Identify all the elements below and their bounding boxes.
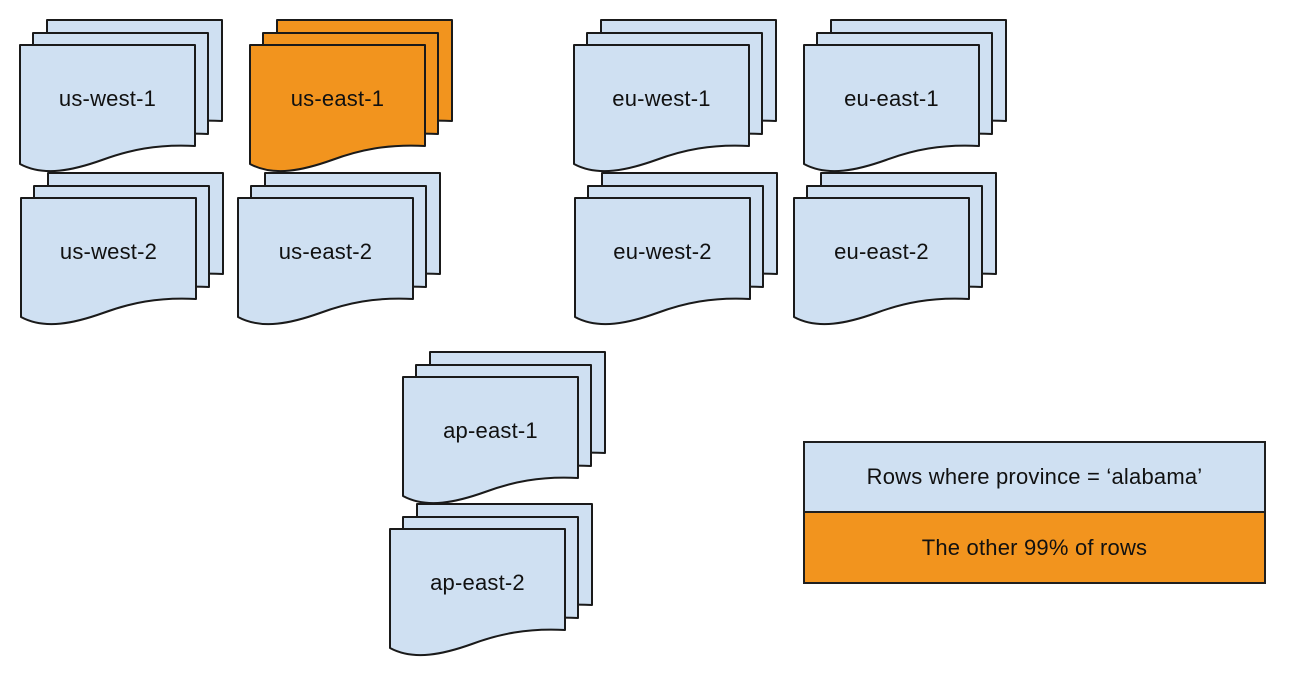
legend-item-other-rows: The other 99% of rows bbox=[805, 513, 1264, 582]
region-label: eu-east-1 bbox=[844, 86, 939, 111]
document-shape-front bbox=[793, 197, 970, 326]
region-label: us-east-2 bbox=[278, 239, 373, 264]
region-label: us-west-1 bbox=[58, 86, 157, 111]
document-shape-front bbox=[20, 197, 197, 326]
region-label: eu-east-2 bbox=[834, 239, 929, 264]
document-shape-front bbox=[237, 197, 414, 326]
region-stack-us-east-2: us-east-2 bbox=[237, 172, 442, 332]
region-stack-eu-west-2: eu-west-2 bbox=[574, 172, 779, 332]
region-label: ap-east-2 bbox=[430, 570, 525, 595]
region-stack-ap-east-2: ap-east-2 bbox=[389, 503, 594, 663]
region-label: eu-west-2 bbox=[613, 239, 712, 264]
legend-item-label: The other 99% of rows bbox=[921, 534, 1148, 560]
document-shape-front bbox=[803, 44, 980, 173]
region-label: us-west-2 bbox=[59, 239, 158, 264]
region-stack-ap-east-1: ap-east-1 bbox=[402, 351, 607, 511]
document-shape-front bbox=[389, 528, 566, 657]
document-shape-front bbox=[574, 197, 751, 326]
document-shape-front bbox=[573, 44, 750, 173]
legend-item-label: Rows where province = ‘alabama’ bbox=[866, 464, 1203, 489]
document-shape-front bbox=[402, 376, 579, 505]
region-stack-us-west-1: us-west-1 bbox=[19, 19, 224, 179]
region-label: eu-west-1 bbox=[612, 86, 711, 111]
legend: Rows where province = ‘alabama’ The othe… bbox=[803, 441, 1266, 584]
region-stack-eu-east-2: eu-east-2 bbox=[793, 172, 998, 332]
region-stack-eu-west-1: eu-west-1 bbox=[573, 19, 778, 179]
region-stack-us-east-1: us-east-1 bbox=[249, 19, 454, 179]
region-stack-eu-east-1: eu-east-1 bbox=[803, 19, 1008, 179]
legend-item-alabama-rows: Rows where province = ‘alabama’ bbox=[805, 443, 1264, 513]
document-shape-front bbox=[19, 44, 196, 173]
region-label: ap-east-1 bbox=[443, 418, 538, 443]
region-label: us-east-1 bbox=[290, 86, 385, 111]
region-stack-us-west-2: us-west-2 bbox=[20, 172, 225, 332]
document-shape-front bbox=[249, 44, 426, 173]
